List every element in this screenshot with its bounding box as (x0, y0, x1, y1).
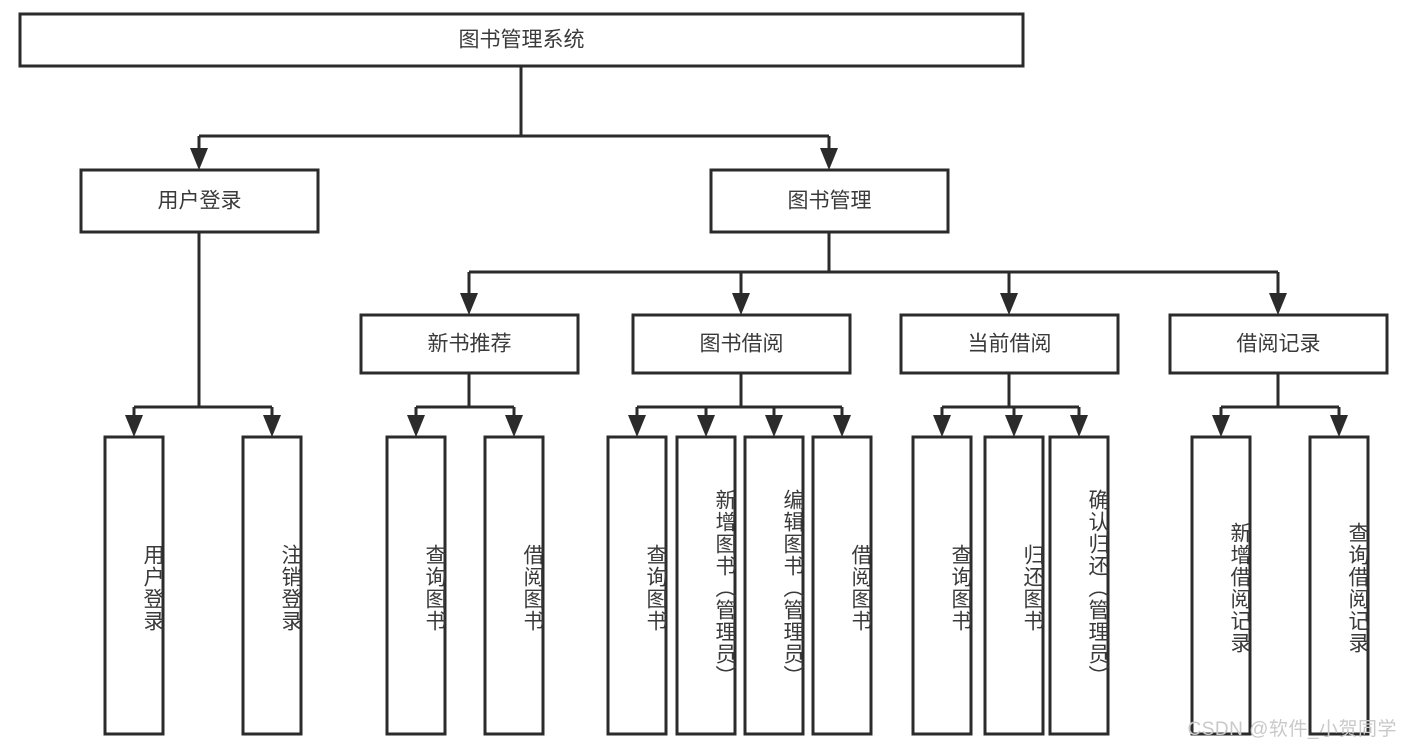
arrow-head-icon (765, 415, 783, 437)
leaf-node-box[interactable] (1048, 435, 1110, 736)
leaf-node-box[interactable] (1308, 435, 1370, 736)
arrow-head-icon (628, 415, 646, 437)
level3-node-box[interactable] (631, 313, 852, 375)
arrow-head-icon (1212, 415, 1230, 437)
arrow-head-icon (1005, 415, 1023, 437)
arrow-head-icon (263, 415, 281, 437)
connector-layer (125, 66, 1348, 437)
leaf-node-box[interactable] (811, 435, 873, 736)
leaf-node-box[interactable] (385, 435, 447, 736)
arrow-head-icon (697, 415, 715, 437)
arrow-head-icon (407, 415, 425, 437)
arrow-head-icon (1269, 293, 1287, 315)
arrow-head-icon (1070, 415, 1088, 437)
arrow-head-icon (460, 293, 478, 315)
arrow-head-icon (1330, 415, 1348, 437)
level3-node-box[interactable] (359, 313, 580, 375)
level3-node-label: 新书推荐 (428, 333, 512, 356)
arrow-head-icon (1000, 293, 1018, 315)
level2-node-box[interactable] (79, 168, 320, 234)
arrow-head-icon (125, 415, 143, 437)
arrow-head-icon (933, 415, 951, 437)
arrow-head-icon (190, 148, 208, 170)
leaf-node-box[interactable] (241, 435, 303, 736)
level3-node-box[interactable] (1168, 313, 1389, 375)
level3-node-box[interactable] (899, 313, 1120, 375)
node-box-layer (18, 12, 1389, 736)
leaf-node-box[interactable] (606, 435, 668, 736)
level3-node-label: 当前借阅 (968, 333, 1052, 356)
leaf-node-box[interactable] (983, 435, 1045, 736)
level2-node-label: 图书管理 (788, 190, 872, 213)
level2-node-box[interactable] (709, 168, 950, 234)
leaf-node-box[interactable] (743, 435, 805, 736)
leaf-node-box[interactable] (483, 435, 545, 736)
leaf-node-box[interactable] (911, 435, 973, 736)
level3-node-label: 借阅记录 (1237, 333, 1321, 356)
level2-node-label: 用户登录 (158, 190, 242, 213)
leaf-node-box[interactable] (1190, 435, 1252, 736)
arrow-head-icon (505, 415, 523, 437)
arrow-head-icon (833, 415, 851, 437)
root-node-box[interactable] (18, 12, 1025, 68)
leaf-node-box[interactable] (675, 435, 737, 736)
leaf-node-box[interactable] (103, 435, 165, 736)
arrow-head-icon (820, 148, 838, 170)
root-node-label: 图书管理系统 (459, 29, 585, 52)
arrow-head-icon (732, 293, 750, 315)
level3-node-label: 图书借阅 (700, 333, 784, 356)
